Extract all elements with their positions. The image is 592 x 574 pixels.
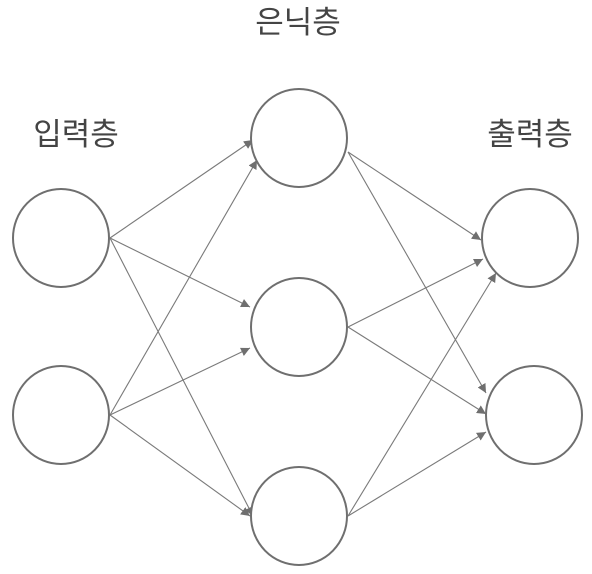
edge-in2-h3 [109,414,251,517]
output-layer-label: 출력층 [487,117,573,153]
edge-in1-h3 [109,237,254,517]
edge-h1-out1 [347,151,482,241]
edge-h2-out2 [347,326,487,415]
input-hidden-connections [109,139,258,517]
hidden-layer-label: 은닉층 [255,5,341,41]
input-node-1 [12,188,110,288]
edge-h3-out1 [347,272,497,517]
edge-in2-h1 [109,159,258,416]
edge-in1-h1 [109,139,254,239]
hidden-output-connections [347,151,497,517]
edge-h2-out1 [347,258,484,328]
edge-in1-h2 [109,237,251,308]
edge-in2-h2 [109,347,251,416]
input-node-2 [12,365,110,465]
input-layer-label: 입력층 [33,117,119,153]
edge-h3-out2 [347,431,487,517]
hidden-node-2 [250,277,348,377]
output-layer-nodes [481,188,583,465]
hidden-node-1 [250,88,348,188]
output-node-1 [481,188,579,288]
hidden-layer-nodes [250,88,348,566]
output-node-2 [485,365,583,465]
hidden-node-3 [250,466,348,566]
edge-h1-out2 [347,151,487,394]
input-layer-nodes [12,188,110,465]
